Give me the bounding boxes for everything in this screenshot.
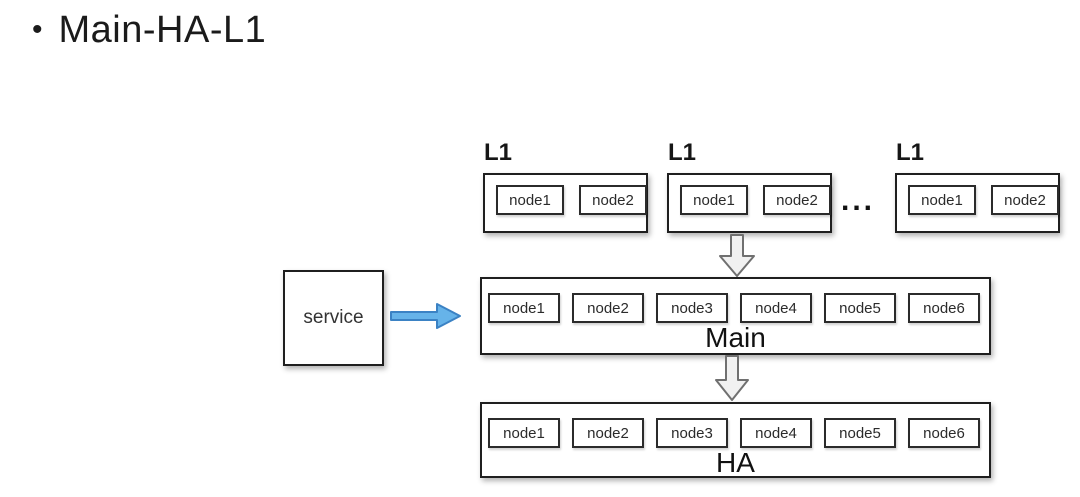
node-box: node4 — [740, 418, 812, 448]
l1-cluster-1-label: L1 — [484, 139, 513, 166]
node-box: node6 — [908, 418, 980, 448]
down-arrow-icon — [719, 234, 755, 277]
main-box: node1 node2 node3 node4 node5 node6 Main — [480, 277, 991, 355]
node-box: node2 — [991, 185, 1059, 215]
down-arrow-icon — [715, 355, 749, 401]
node-box: node4 — [740, 293, 812, 323]
node-box: node1 — [488, 418, 560, 448]
l1-cluster-2-box: node1 node2 — [667, 173, 832, 233]
right-arrow-icon — [390, 303, 461, 329]
node-box: node3 — [656, 418, 728, 448]
ha-box: node1 node2 node3 node4 node5 node6 HA — [480, 402, 991, 478]
node-box: node1 — [908, 185, 976, 215]
node-box: node3 — [656, 293, 728, 323]
node-box: node5 — [824, 418, 896, 448]
ha-label: HA — [716, 447, 755, 478]
ha-node-row: node1 node2 node3 node4 node5 node6 — [482, 404, 989, 448]
node-box: node1 — [488, 293, 560, 323]
node-box: node2 — [572, 418, 644, 448]
service-box: service — [283, 270, 384, 366]
slide-title: • Main-HA-L1 — [32, 6, 266, 54]
node-box: node2 — [572, 293, 644, 323]
node-box: node1 — [496, 185, 564, 215]
l1-cluster-3-box: node1 node2 — [895, 173, 1060, 233]
node-box: node2 — [579, 185, 647, 215]
title-text: Main-HA-L1 — [58, 9, 267, 51]
l1-cluster-1-box: node1 node2 — [483, 173, 648, 233]
node-box: node5 — [824, 293, 896, 323]
service-label: service — [303, 307, 364, 328]
main-node-row: node1 node2 node3 node4 node5 node6 — [482, 279, 989, 323]
node-box: node2 — [763, 185, 831, 215]
l1-cluster-2-label: L1 — [668, 139, 697, 166]
ellipsis: ... — [841, 184, 876, 217]
main-label: Main — [705, 322, 766, 353]
node-box: node1 — [680, 185, 748, 215]
l1-cluster-3-label: L1 — [896, 139, 925, 166]
node-box: node6 — [908, 293, 980, 323]
bullet-marker: • — [32, 13, 43, 46]
